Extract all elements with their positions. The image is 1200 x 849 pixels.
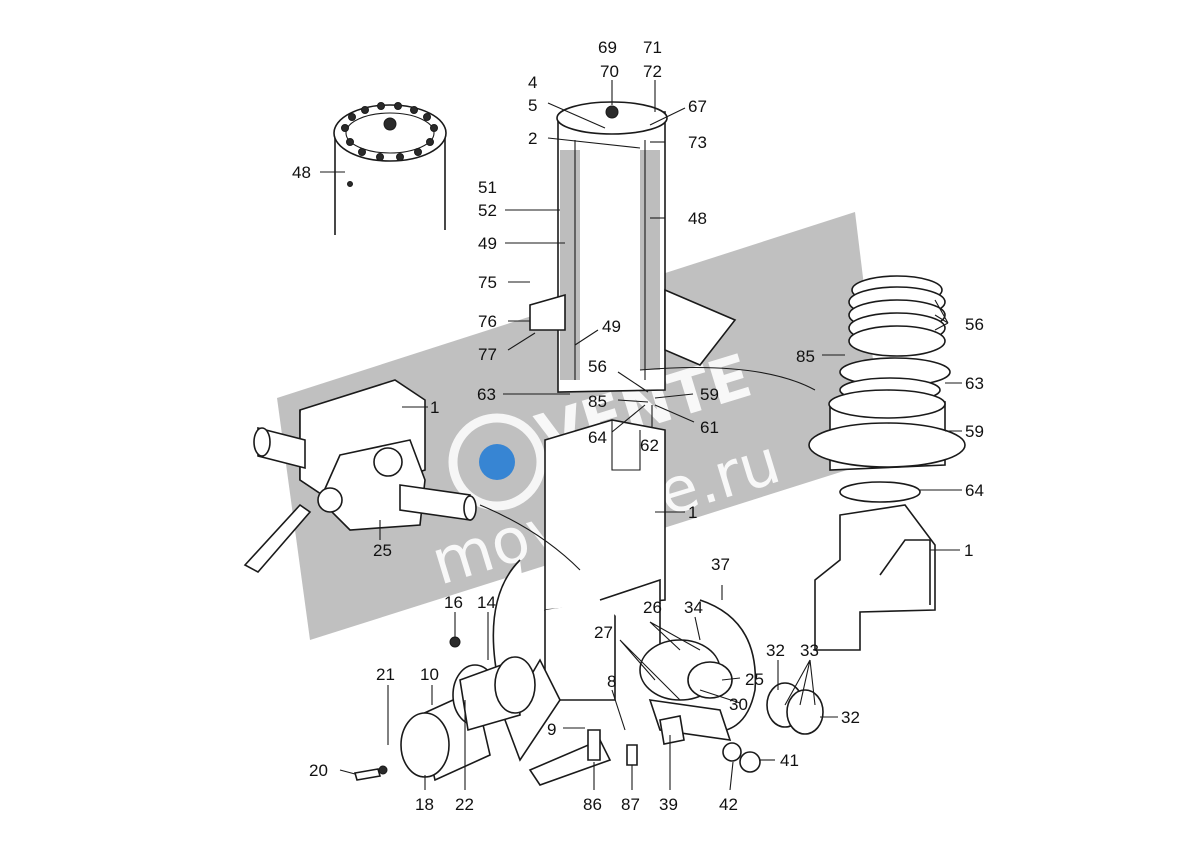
callout-56-center: 56 (588, 357, 607, 376)
callout-85-center: 85 (588, 392, 607, 411)
callout-69: 69 (598, 38, 617, 57)
callout-63-center: 63 (477, 385, 496, 404)
callout-26: 26 (643, 598, 662, 617)
callout-48-cap: 48 (292, 163, 311, 182)
callout-39: 39 (659, 795, 678, 814)
callout-77: 77 (478, 345, 497, 364)
callout-56-right: 56 (965, 315, 984, 334)
callout-1-right: 1 (964, 541, 973, 560)
left-actuator-part (243, 379, 477, 574)
callout-52: 52 (478, 201, 497, 220)
callout-5: 5 (528, 96, 537, 115)
callout-85-right: 85 (796, 347, 815, 366)
callout-49-right: 49 (602, 317, 621, 336)
callout-25-right: 25 (745, 670, 764, 689)
callout-32-right: 32 (841, 708, 860, 727)
callout-37: 37 (711, 555, 730, 574)
callout-72: 72 (643, 62, 662, 81)
callout-87: 87 (621, 795, 640, 814)
callout-42: 42 (719, 795, 738, 814)
callout-61: 61 (700, 418, 719, 437)
callout-4: 4 (528, 73, 537, 92)
callout-21: 21 (376, 665, 395, 684)
callout-30: 30 (729, 695, 748, 714)
callout-51: 51 (478, 178, 497, 197)
callout-14: 14 (477, 593, 496, 612)
callout-16: 16 (444, 593, 463, 612)
lower-left-assembly-part (353, 636, 536, 782)
callout-1-left: 1 (430, 398, 439, 417)
callout-20: 20 (309, 761, 328, 780)
callout-32-left: 32 (766, 641, 785, 660)
callout-62: 62 (640, 436, 659, 455)
callout-49-left: 49 (478, 234, 497, 253)
callout-25-left: 25 (373, 541, 392, 560)
lower-right-assembly-part (587, 599, 824, 773)
leader-lines (320, 80, 962, 791)
callout-76: 76 (478, 312, 497, 331)
callout-64-right: 64 (965, 481, 984, 500)
callout-73: 73 (688, 133, 707, 152)
watermark-logo-dot (479, 444, 515, 480)
callout-27: 27 (594, 623, 613, 642)
callout-labels: 69 71 70 72 4 5 67 2 73 48 51 52 48 49 7… (292, 38, 984, 814)
watermark-logo-ring (448, 413, 546, 511)
cylinder-cap-part (333, 102, 447, 235)
callout-34: 34 (684, 598, 703, 617)
callout-9: 9 (547, 720, 556, 739)
callout-67: 67 (688, 97, 707, 116)
right-spring-stack-part (808, 275, 966, 651)
callout-18: 18 (415, 795, 434, 814)
central-cylinder-part (529, 101, 816, 393)
callout-33: 33 (800, 641, 819, 660)
main-housing-part (479, 419, 666, 786)
callout-41: 41 (780, 751, 799, 770)
callout-86: 86 (583, 795, 602, 814)
callout-75: 75 (478, 273, 497, 292)
callout-1-center: 1 (688, 503, 697, 522)
callout-2: 2 (528, 129, 537, 148)
callout-64-center: 64 (588, 428, 607, 447)
callout-22: 22 (455, 795, 474, 814)
callout-8: 8 (607, 672, 616, 691)
callout-70: 70 (600, 62, 619, 81)
callout-10: 10 (420, 665, 439, 684)
callout-48-cylinder: 48 (688, 209, 707, 228)
callout-71: 71 (643, 38, 662, 57)
callout-59-center: 59 (700, 385, 719, 404)
callout-59-right: 59 (965, 422, 984, 441)
callout-63-right: 63 (965, 374, 984, 393)
